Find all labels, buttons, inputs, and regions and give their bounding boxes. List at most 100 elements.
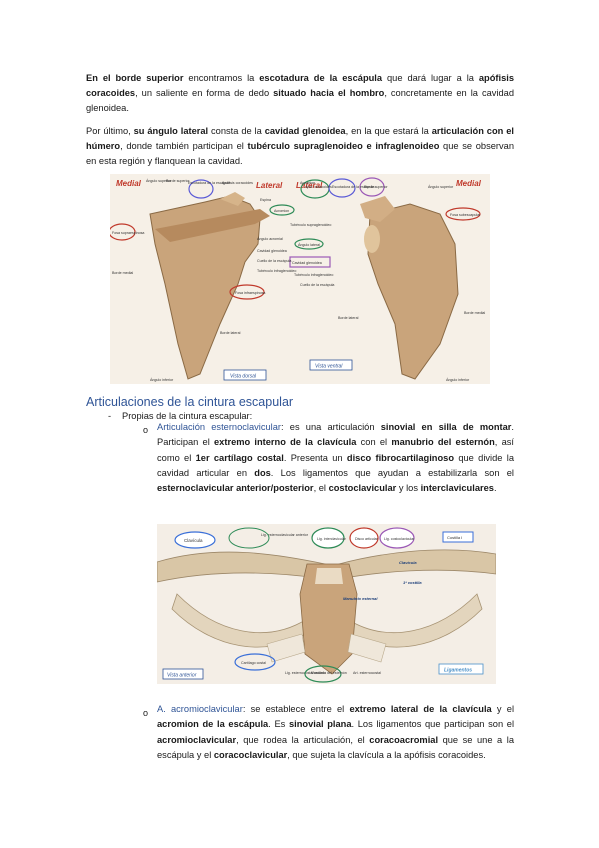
fig2-box-costilla (442, 531, 474, 543)
paragraph-borde-superior: En el borde superior encontramos la esco… (86, 71, 514, 116)
fig1-right-lateral: Lateral (296, 181, 323, 190)
fig2-label: Lig. interclavicular (317, 537, 347, 541)
text-run: interclaviculares (420, 483, 494, 494)
text-run: manubrio del esternón (391, 437, 495, 448)
fig1-label: Borde superior (166, 179, 190, 183)
text-run: y el (491, 704, 515, 714)
fig1-label: Ángulo lateral (298, 243, 320, 247)
text-run: sinovial plana (288, 719, 352, 730)
fig1-label: Cavidad glenoidea (257, 249, 287, 253)
text-run: disco fibrocartilaginoso (346, 452, 455, 463)
fig1-left-title: Medial (116, 179, 142, 188)
fig1-label: Ángulo inferior (150, 378, 174, 382)
fig1-label: Tubérculo infraglenoideo (257, 269, 296, 273)
text-run: extremo interno de la clavícula (214, 437, 357, 448)
text-run: . (493, 483, 497, 494)
fig1-label: Ángulo inferior (446, 378, 470, 382)
bullet-marker: o (143, 425, 149, 435)
fig1-caption-left-box (223, 369, 267, 381)
fig1-label: Borde superior (364, 185, 388, 189)
sternoclavicular-illustration: Clavícula Lig. esternoclavicular anterio… (157, 524, 496, 684)
fig1-box-cavidad (289, 256, 331, 268)
text-run: coracoacromial (369, 734, 439, 745)
fig1-circle-acromion (269, 204, 295, 216)
text-run: dos (254, 467, 271, 478)
item-acromioclavicular: A. acromioclavicular: se establece entre… (157, 702, 514, 763)
fig1-label: Cavidad glenoidea (292, 261, 322, 265)
fig1-circle-supraespinosa (110, 223, 136, 241)
fig2-label: Costilla I (447, 535, 462, 540)
text-run: con el (356, 437, 392, 448)
text-run: Por último, (86, 126, 134, 136)
text-run: : se establece entre el (242, 704, 350, 714)
text-run: que se observan en esta región y flanque… (86, 141, 514, 166)
text-run: esternoclavicular anterior/posterior (157, 483, 314, 494)
text-run: articulación con el húmero (86, 126, 514, 151)
fig1-circle-borde-superior (359, 177, 385, 197)
text-run: y los (396, 483, 421, 494)
sub-list-text: Propias de la cintura escapular: (122, 411, 253, 421)
fig2-circle-interclavicular (311, 527, 345, 549)
fig1-label: Fosa subescapular (450, 213, 481, 217)
fig1-label: Ángulo acromial (257, 237, 283, 241)
fig1-label: Apófisis coracoides (222, 181, 253, 185)
fig1-left-lateral: Lateral (256, 181, 283, 190)
text-run: costoclavicular (328, 483, 397, 494)
text-run: . Los ligamentos que ayudan a estabiliza… (270, 467, 514, 478)
fig2-label: Lig. costoclavicular (384, 537, 415, 541)
text-run: , que sujeta la clavícula a la apófisis … (287, 749, 486, 760)
text-run: encontramos la (183, 73, 260, 83)
text-run: . Los ligamentos que participan son el (351, 719, 515, 730)
fig1-label: Borde medial (112, 271, 133, 275)
text-run: acromioclavicular (157, 734, 237, 745)
fig1-label: Cuello de la escápula (300, 283, 334, 287)
paragraph-angulo-lateral: Por último, su ángulo lateral consta de … (86, 124, 514, 169)
text-run: que divide la cavidad articular en (157, 452, 515, 478)
sternoclavicular-figure: Clavícula Lig. esternoclavicular anterio… (157, 524, 496, 684)
fig2-label: Lig. esternoclavicular anterior (261, 533, 309, 537)
text-run: que se une a la escápula y el (157, 734, 514, 760)
fig2-inner-label: Manubrio esternal (343, 596, 378, 601)
text-run: . Es (268, 719, 289, 730)
fig1-caption-right: Vista ventral (315, 364, 343, 370)
text-run: , en la que estará la (345, 126, 432, 136)
item-esternoclavicular: Articulación esternoclavicular: es una a… (157, 420, 514, 496)
fig2-label: Art. esternocostal (353, 671, 381, 675)
fig2-label: Disco articular (355, 537, 379, 541)
scapula-figure: Medial Lateral Lateral Medial Ángulo sup… (110, 174, 490, 384)
fig1-label: Cuello de la escápula (257, 259, 291, 263)
fig2-label-clavicula: Clavícula (184, 538, 203, 543)
fig2-circle-clavicula (174, 531, 216, 549)
fig1-label: Acromion (274, 209, 289, 213)
fig1-caption-left: Vista dorsal (230, 374, 257, 380)
fig1-right-title: Medial (456, 179, 482, 188)
fig2-circle-manubrio (304, 665, 342, 683)
text-run: 1er cartílago costal (195, 452, 284, 463)
dash-bullet: - (108, 411, 112, 421)
fig2-circle-esternoclav-ant (228, 527, 270, 549)
section-heading: Articulaciones de la cintura escapular (86, 395, 294, 409)
fig1-label: Apóf. coracoides (305, 185, 332, 189)
text-run: , un saliente en forma de dedo (135, 88, 274, 98)
fig2-caption-left-box (162, 668, 204, 680)
fig1-circle-escotadura-r (328, 178, 356, 198)
fig1-label: Borde lateral (338, 316, 359, 320)
text-run: su ángulo lateral (133, 126, 209, 136)
fig1-label: Tubérculo supraglenoideo (290, 223, 331, 227)
fig1-circle-infraespinosa (229, 284, 265, 300)
fig2-circle-disco (349, 527, 379, 549)
text-run: , donde también participan el (120, 141, 248, 151)
text-run: cavidad glenoidea (264, 126, 346, 136)
text-run: extremo lateral de la clavícula (349, 704, 492, 714)
bullet-marker: o (143, 708, 149, 718)
text-run: , que rodea la articulación, el (236, 734, 370, 745)
fig1-label: Borde medial (464, 311, 485, 315)
text-run: sinovial en silla de montar (380, 422, 512, 432)
fig2-inner-label: 1ª costilla (403, 580, 422, 585)
text-run: Articulación esternoclavicular (157, 422, 282, 432)
fig2-inner-label: Clavícula (399, 560, 417, 565)
fig1-label: Fosa supraespinosa (112, 231, 144, 235)
text-run: apófisis coracoides (86, 73, 515, 98)
text-run: . Participan el (157, 422, 514, 448)
text-run: , así como el (157, 437, 514, 463)
